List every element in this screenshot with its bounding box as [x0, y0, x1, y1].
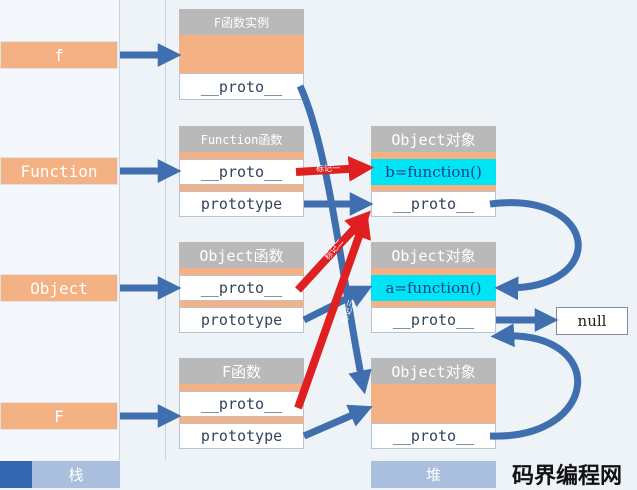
F-fn-prototype: prototype [179, 423, 304, 449]
obj1-gap [371, 152, 496, 159]
obj2-gap [371, 268, 496, 275]
stack-function: Function [0, 157, 118, 185]
arrow-f-instance-proto [296, 84, 372, 395]
obj3-title: Object对象 [371, 358, 496, 384]
object-fn-title: Object函数 [179, 242, 304, 268]
obj1-proto: __proto__ [371, 191, 496, 217]
obj2-title: Object对象 [371, 242, 496, 268]
object-fn-gap2 [179, 301, 304, 307]
stack-panel [0, 0, 120, 460]
arrow-F-prototype [302, 404, 373, 440]
heap-panel [165, 0, 637, 460]
function-fn-gap2 [179, 185, 304, 191]
function-fn-proto: __proto__ [179, 159, 304, 185]
f-instance-proto: __proto__ [179, 73, 304, 100]
red-arrow-3 [294, 212, 371, 410]
object-fn-proto: __proto__ [179, 275, 304, 301]
stack-object: Object [0, 274, 118, 302]
obj2-method: a=function() [371, 275, 496, 301]
watermark: 码界编程网 [512, 464, 623, 489]
F-fn-proto: __proto__ [179, 391, 304, 417]
footer-bar-left [0, 461, 32, 488]
stack-f: f [0, 41, 118, 69]
obj1-gap2 [371, 185, 496, 191]
obj3-body [371, 384, 496, 423]
F-fn-title: F函数 [179, 358, 304, 384]
function-fn-gap1 [179, 152, 304, 159]
function-fn-title: Function函数 [179, 126, 304, 152]
object-fn-prototype: prototype [179, 307, 304, 333]
footer-stack-label: 栈 [32, 461, 120, 488]
obj2-proto: __proto__ [371, 307, 496, 333]
footer-heap-label: 堆 [371, 461, 496, 488]
F-fn-gap1 [179, 384, 304, 391]
red-arrow-1 [295, 156, 375, 182]
arrow-obj1-to-obj2 [489, 199, 582, 301]
F-fn-gap2 [179, 417, 304, 423]
object-fn-gap1 [179, 268, 304, 275]
stack-F: F [0, 402, 118, 430]
obj1-method: b=function() [371, 159, 496, 185]
f-instance-title: F函数实例 [179, 9, 304, 35]
null-box: null [556, 307, 628, 335]
tag-1: 标记一 [316, 164, 340, 173]
obj1-title: Object对象 [371, 126, 496, 152]
obj2-gap2 [371, 301, 496, 307]
f-instance-body [179, 35, 304, 73]
function-fn-prototype: prototype [179, 191, 304, 217]
arrow-obj3-to-obj2 [489, 323, 582, 440]
